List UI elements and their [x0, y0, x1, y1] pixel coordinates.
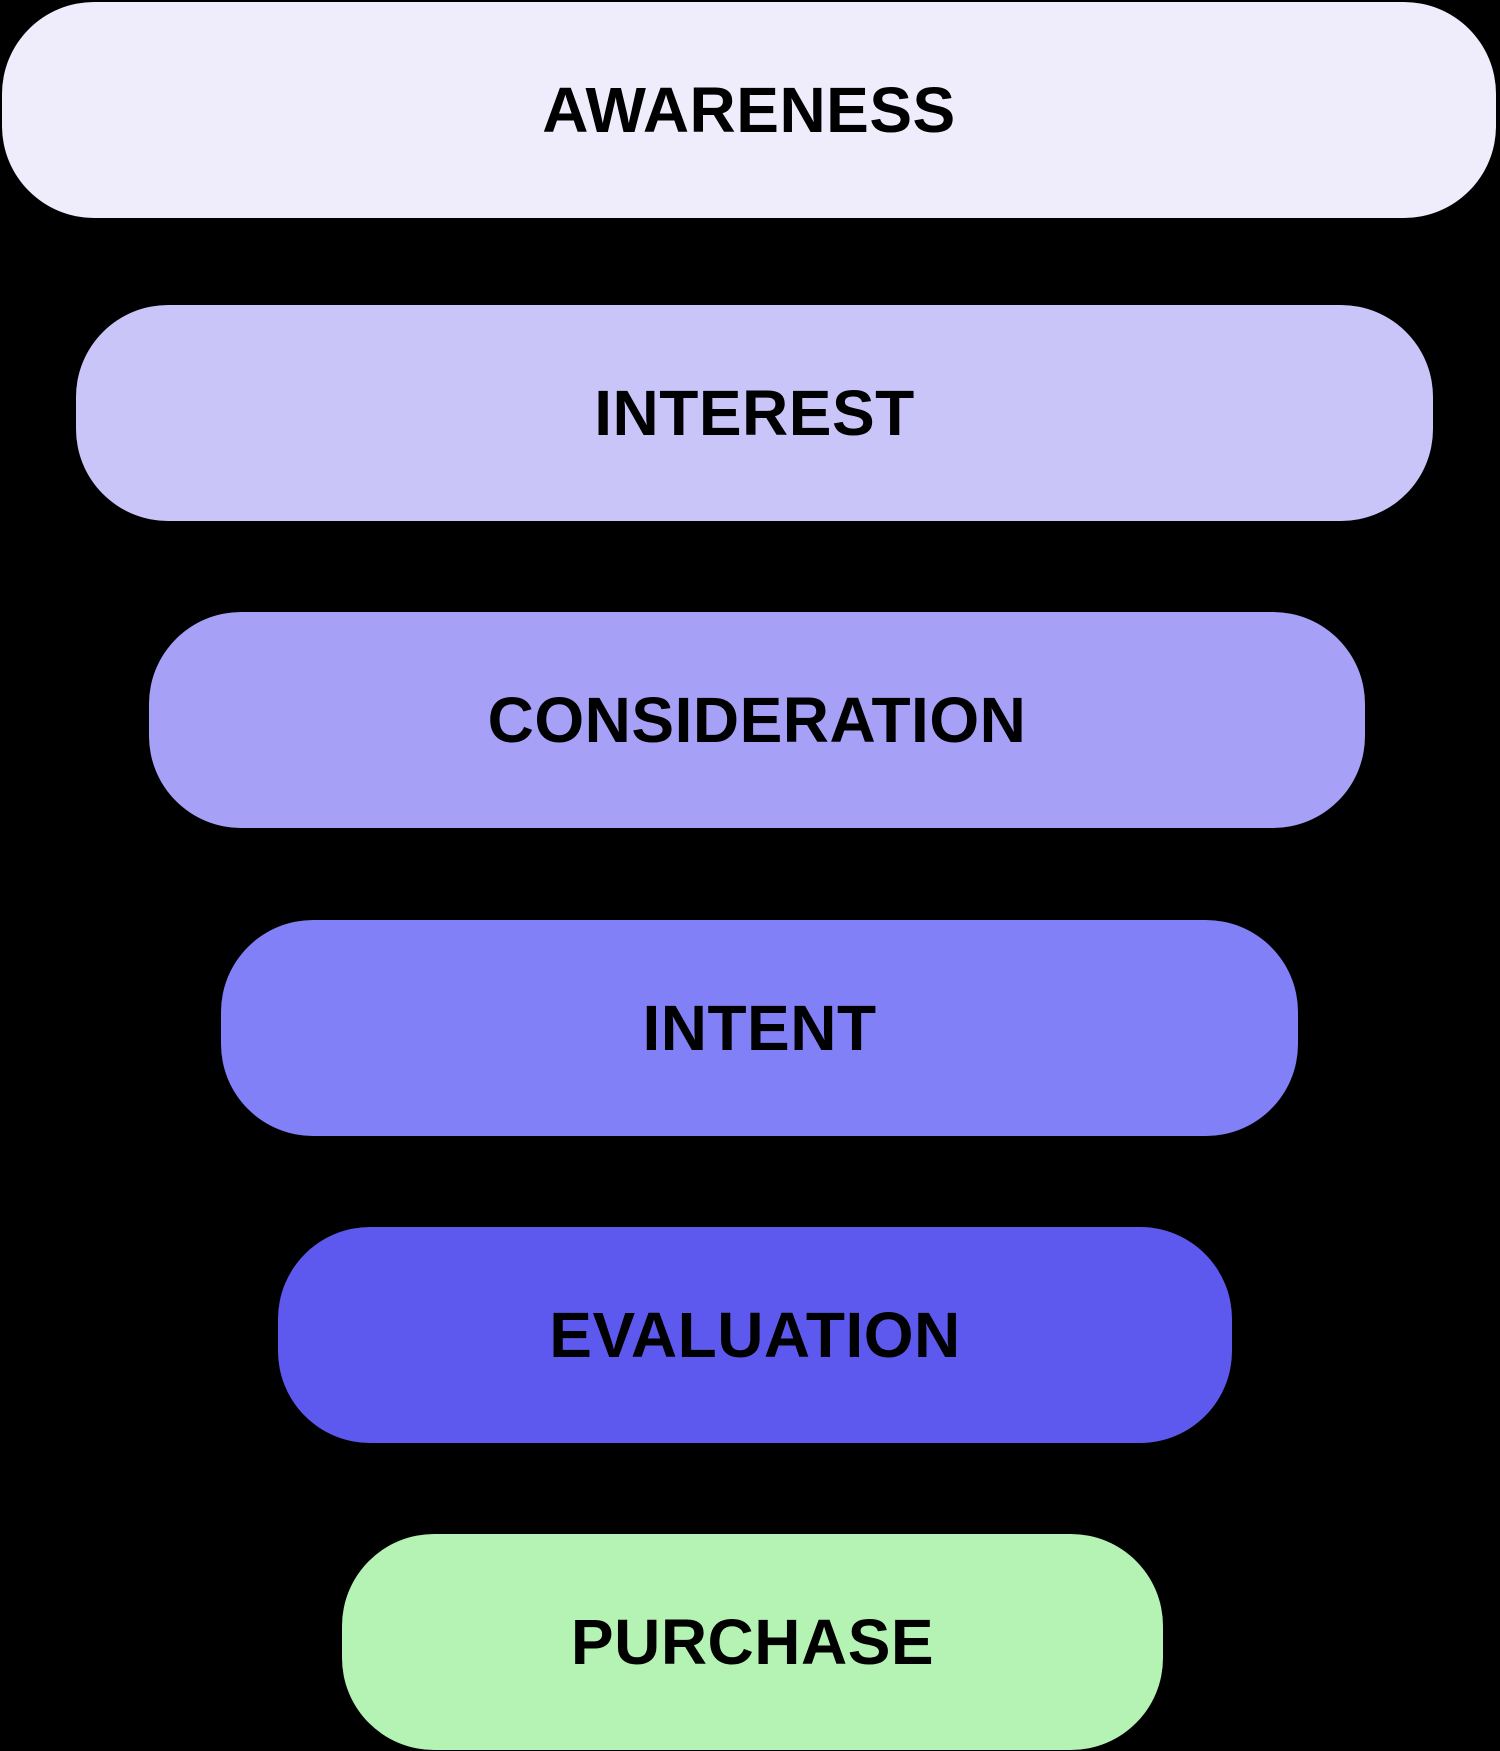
- funnel-stage-evaluation: EVALUATION: [278, 1227, 1232, 1443]
- stage-label-interest: INTEREST: [594, 377, 915, 449]
- stage-label-evaluation: EVALUATION: [549, 1299, 961, 1371]
- stage-label-purchase: PURCHASE: [570, 1606, 935, 1678]
- stage-label-consideration: CONSIDERATION: [487, 684, 1027, 756]
- funnel-stage-interest: INTEREST: [76, 305, 1433, 521]
- funnel-stage-purchase: PURCHASE: [342, 1534, 1163, 1750]
- funnel-stage-consideration: CONSIDERATION: [149, 612, 1365, 828]
- stage-label-awareness: AWARENESS: [542, 74, 956, 146]
- funnel-stage-intent: INTENT: [221, 920, 1298, 1136]
- funnel-stage-awareness: AWARENESS: [2, 2, 1496, 218]
- stage-label-intent: INTENT: [642, 992, 877, 1064]
